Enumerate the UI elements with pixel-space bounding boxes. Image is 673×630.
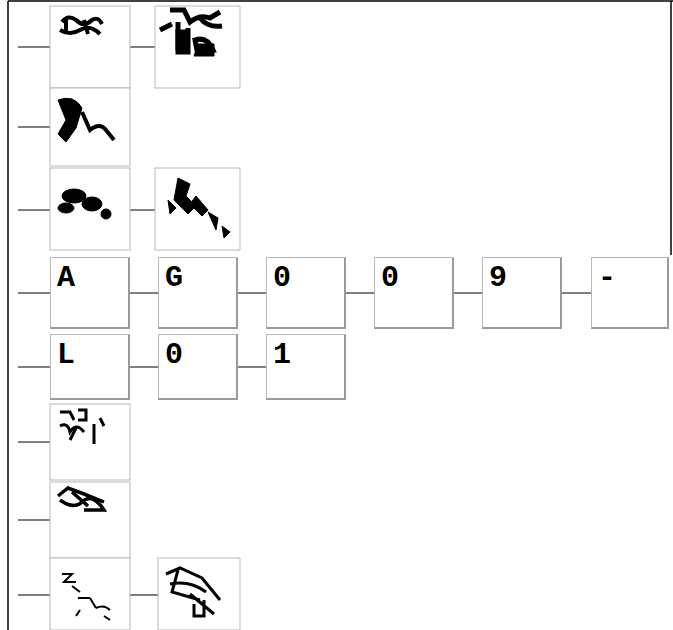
segmented-character: - [598, 263, 616, 293]
segmented-character: L [57, 340, 75, 370]
segment-link [346, 292, 374, 294]
branch-stubs [18, 47, 158, 595]
segmented-character: G [165, 263, 183, 293]
segmented-character: 0 [273, 263, 291, 293]
character-segment-box: 0 [266, 257, 346, 329]
character-segment-box: - [591, 257, 669, 329]
segmented-character: 0 [165, 340, 183, 370]
segmented-character: 1 [273, 340, 291, 370]
segment-link [238, 292, 266, 294]
segmented-character: 9 [489, 263, 507, 293]
segment-link [238, 366, 266, 368]
segmented-character: A [57, 263, 75, 293]
blob-boxes [50, 6, 240, 630]
segment-link [130, 292, 158, 294]
character-segment-box: G [158, 257, 238, 329]
character-segment-box: A [50, 257, 130, 329]
segment-link [562, 292, 591, 294]
segment-link [454, 292, 482, 294]
character-segment-box: 0 [158, 334, 238, 400]
segmented-character: 0 [381, 263, 399, 293]
character-segment-box: 9 [482, 257, 562, 329]
segment-link [130, 366, 158, 368]
character-segment-box: 0 [374, 257, 454, 329]
character-segment-box: 1 [266, 334, 346, 400]
character-segment-box: L [50, 334, 130, 400]
frame [8, 1, 673, 630]
